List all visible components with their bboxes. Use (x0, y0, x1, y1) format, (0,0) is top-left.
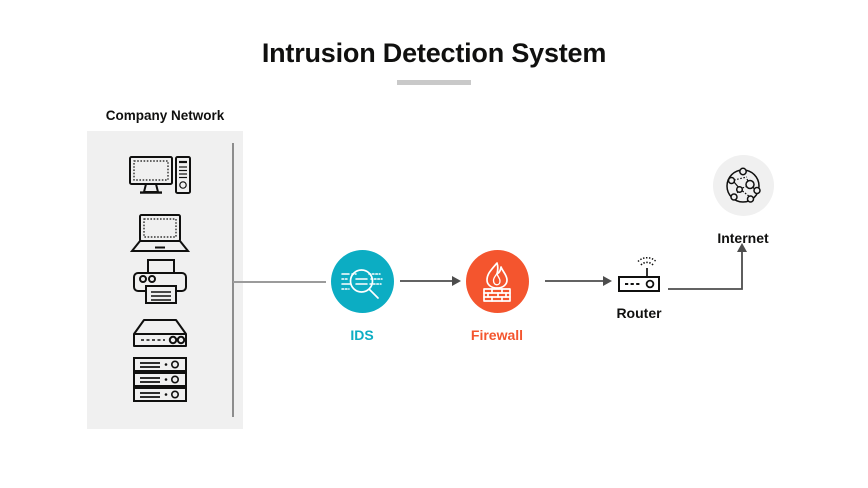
firewall-circle (465, 250, 529, 313)
magnifier-data-icon (341, 268, 383, 299)
page-title: Intrusion Detection System (261, 38, 607, 68)
firewall-label: Firewall (470, 327, 524, 343)
node-router[interactable]: Router (589, 255, 689, 321)
node-firewall[interactable]: Firewall (447, 250, 547, 343)
internet-label: Internet (717, 230, 769, 246)
connector-network-to-ids (233, 281, 326, 283)
router-label: Router (616, 305, 662, 321)
connector-firewall-to-router (545, 272, 613, 290)
title-divider (397, 80, 471, 85)
flame-brickwall-icon (483, 261, 511, 302)
connector-ids-to-firewall (400, 272, 462, 290)
server-rack-icon (128, 355, 192, 403)
laptop-icon (128, 209, 192, 257)
modem-icon (128, 308, 192, 356)
node-ids[interactable]: IDS (312, 250, 412, 343)
desktop-computer-icon (128, 152, 192, 200)
node-internet[interactable]: Internet (693, 155, 793, 246)
ids-label: IDS (350, 327, 374, 343)
network-bus-line (232, 143, 234, 417)
internet-circle (712, 155, 774, 216)
network-globe-icon (726, 167, 761, 203)
printer-icon (128, 258, 192, 306)
connector-router-to-internet (668, 243, 760, 295)
company-network-label: Company Network (105, 108, 225, 123)
ids-circle (330, 250, 394, 313)
router-wifi-icon (611, 255, 667, 295)
